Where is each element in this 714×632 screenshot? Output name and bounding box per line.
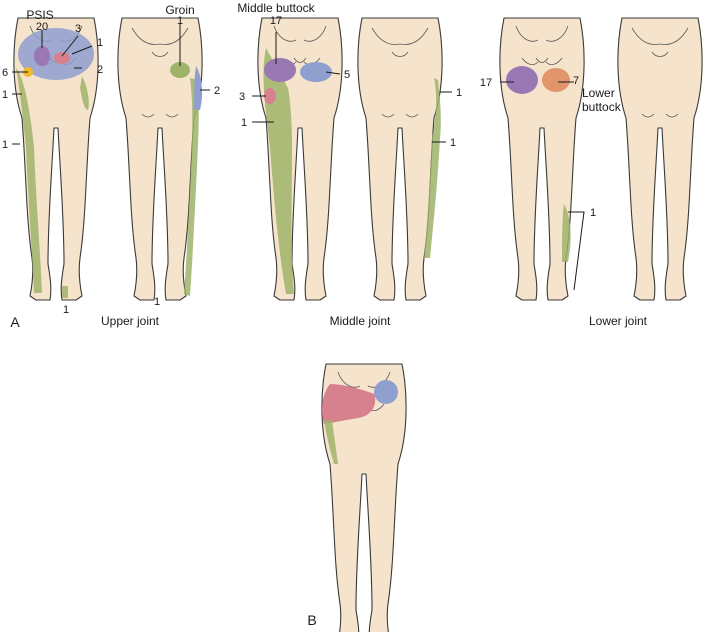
panel-a-letter: A [10, 314, 20, 330]
purple-referral-area [506, 66, 538, 94]
blue-referral-area [374, 380, 398, 404]
upper-joint-caption: Upper joint [101, 314, 160, 328]
middle-joint-front-figure [357, 17, 443, 301]
orange-referral-area [542, 68, 570, 92]
label-3-upper: 3 [75, 23, 81, 35]
blue-referral-area [300, 62, 332, 82]
purple-referral-area [264, 58, 296, 82]
lower-joint-caption: Lower joint [589, 314, 648, 328]
red-referral-area [322, 384, 376, 424]
label-1-front-foot: 1 [154, 296, 160, 308]
label-17-lower: 17 [480, 77, 492, 89]
label-1-upper-left: 1 [2, 89, 8, 101]
upper-joint-back-figure [13, 17, 99, 301]
lower-buttock-label-line-2: buttock [582, 100, 622, 114]
green-referral-area [263, 48, 294, 294]
lower-joint-back-figure [499, 17, 585, 301]
label-2-upper-right: 2 [97, 64, 103, 76]
leader-lines [12, 24, 585, 291]
green-referral-area [170, 62, 190, 78]
green-referral-area [80, 76, 89, 110]
label-2-front: 2 [214, 85, 220, 97]
groin-label: Groin [165, 3, 194, 17]
label-1-middle-front-lower: 1 [450, 137, 456, 149]
green-referral-area [16, 68, 42, 293]
upper-joint-front-figure [117, 17, 203, 301]
label-6: 6 [2, 67, 8, 79]
red-referral-area [54, 52, 70, 64]
label-5: 5 [344, 69, 350, 81]
label-1-groin: 1 [177, 15, 183, 27]
label-1-upper-right: 1 [97, 37, 103, 49]
label-1-upper-lower-left: 1 [2, 139, 8, 151]
middle-joint-caption: Middle joint [330, 314, 391, 328]
panel-b-back-figure [321, 363, 407, 632]
middle-joint-back-figure [257, 17, 343, 301]
label-20: 20 [36, 21, 48, 33]
panel-b-letter: B [307, 612, 316, 628]
green-referral-area [184, 78, 199, 296]
blue-referral-area [194, 66, 203, 110]
psis-label: PSIS [26, 8, 53, 22]
label-3-middle: 3 [239, 91, 245, 103]
red-referral-area [264, 88, 276, 104]
green-referral-area [62, 286, 68, 298]
blue-referral-area [18, 28, 94, 80]
middle-buttock-label: Middle buttock [237, 1, 315, 15]
green-referral-area [324, 420, 338, 464]
label-1-lower: 1 [590, 207, 596, 219]
label-17-middle: 17 [270, 15, 282, 27]
label-7: 7 [573, 75, 579, 87]
green-referral-area [562, 204, 571, 262]
label-1-upper-foot: 1 [63, 304, 69, 316]
lower-buttock-label-line-1: Lower [582, 86, 615, 100]
purple-referral-area [34, 46, 50, 66]
green-referral-area [424, 78, 441, 258]
lower-joint-front-figure [617, 17, 703, 301]
label-1-middle: 1 [241, 117, 247, 129]
label-1-middle-front-upper: 1 [456, 87, 462, 99]
